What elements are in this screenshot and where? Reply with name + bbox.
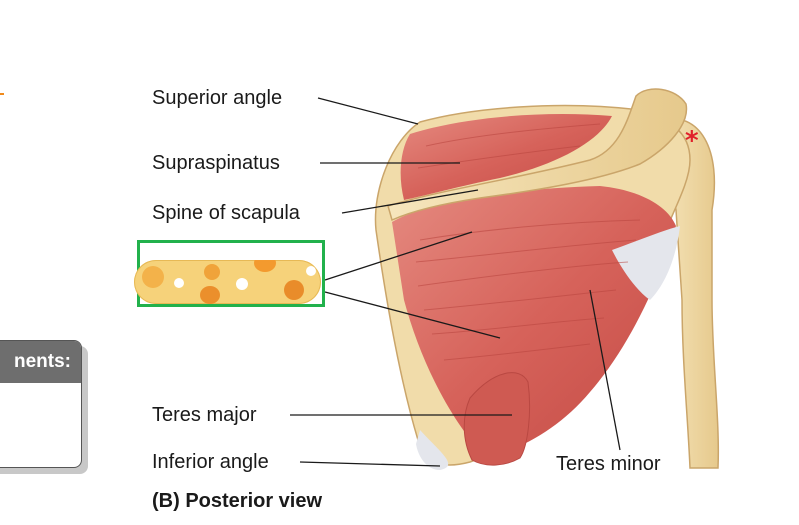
leader-teres-minor — [589, 289, 621, 451]
inferior-tendon — [416, 430, 449, 470]
infraspinatus-muscle — [392, 186, 676, 458]
leader-hidden-2 — [324, 291, 501, 339]
spine-of-scapula-bone — [387, 88, 688, 222]
label-inferior-angle: Inferior angle — [152, 451, 269, 473]
side-panel-title: nents: — [0, 341, 81, 383]
leader-spine-of-scapula — [341, 189, 479, 214]
leader-inferior-angle — [299, 461, 441, 467]
label-spine-of-scapula: Spine of scapula — [152, 202, 300, 224]
supraspinatus-muscle — [400, 114, 612, 200]
side-panel: nents: — [0, 340, 82, 468]
label-supraspinatus: Supraspinatus — [152, 152, 280, 174]
figure-caption: (B) Posterior view — [152, 490, 323, 512]
teres-major-muscle — [463, 372, 531, 466]
leader-lines — [290, 97, 621, 467]
label-teres-minor: Teres minor — [556, 453, 661, 475]
label-cover-sticker — [134, 260, 321, 304]
leader-superior-angle — [317, 97, 419, 125]
label-superior-angle: Superior angle — [152, 87, 283, 109]
label-teres-major: Teres major — [152, 404, 257, 426]
orange-tick — [0, 93, 4, 95]
leader-hidden-1 — [324, 231, 473, 281]
asterisk-marker: * — [685, 126, 699, 156]
muscle-fibers — [415, 123, 641, 361]
lateral-tendon — [612, 226, 680, 300]
